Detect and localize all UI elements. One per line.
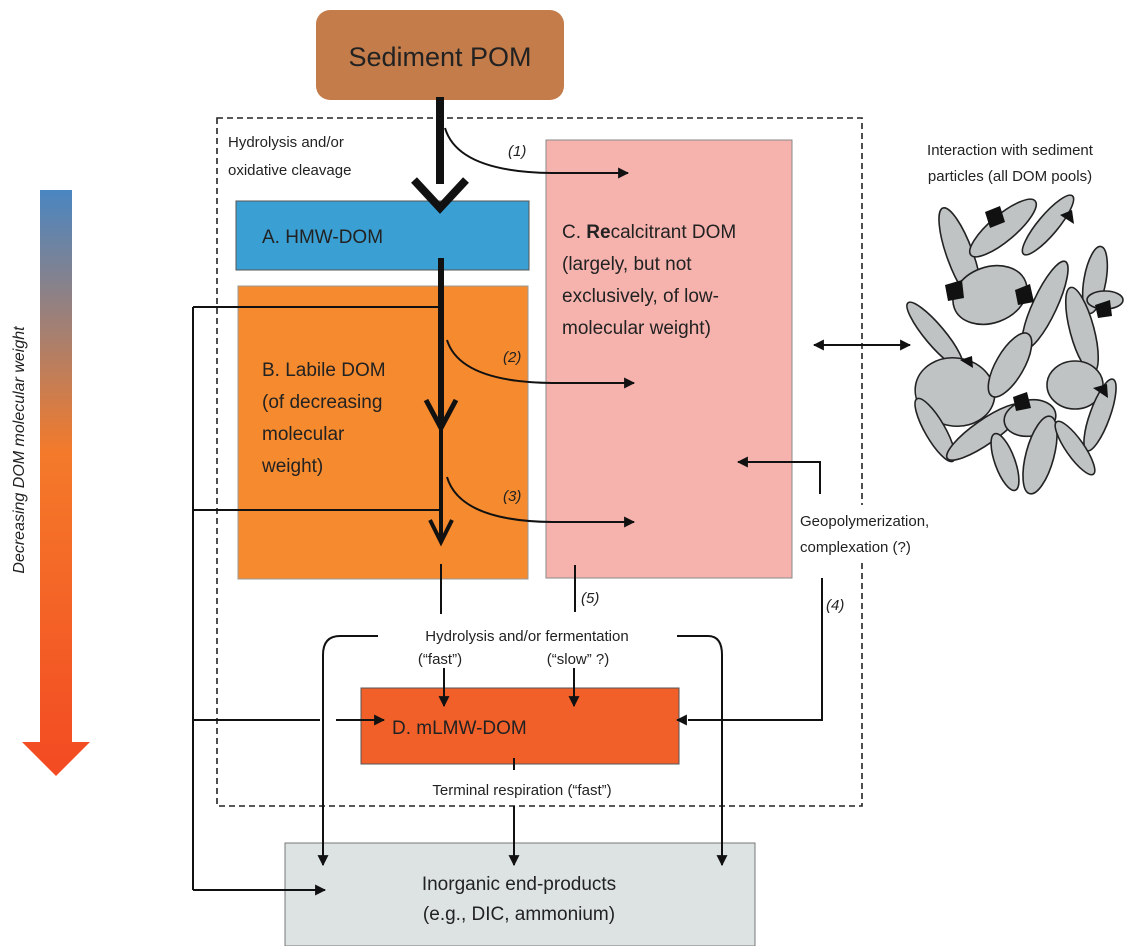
interaction-label-2: particles (all DOM pools): [928, 168, 1092, 185]
geopolymerization-label-bg: [796, 505, 974, 561]
pore-water-boundary: [216, 117, 863, 807]
recalcitrant-branch-arrows: [444, 127, 636, 528]
labile-dom-title: B. Labile DOM: [262, 360, 386, 381]
mlmw-dom-box: [360, 687, 680, 765]
geopolymerization-label-2: complexation (?): [800, 539, 911, 556]
pathway-number-1: (1): [508, 143, 526, 160]
geopolymerization-label-1: Geopolymerization,: [800, 513, 929, 530]
labile-dom-desc-1: (of decreasing: [262, 392, 382, 413]
pathway-number-4: (4): [826, 597, 844, 614]
fermentation-arrows: [317, 565, 728, 867]
bypass-lines: [192, 306, 441, 896]
inorganic-end-products-title: Inorganic end-products: [422, 874, 616, 895]
interaction-label-1: Interaction with sediment: [927, 142, 1094, 159]
recalcitrant-dom-box: [545, 139, 793, 579]
hydrolysis-oxidative-label-2: oxidative cleavage: [228, 162, 351, 179]
terminal-respiration-label: Terminal respiration (“fast”): [432, 782, 611, 799]
inorganic-end-products-desc: (e.g., DIC, ammonium): [423, 904, 615, 925]
sediment-particles-illustration: [906, 194, 1124, 495]
slow-label: (“slow” ?): [547, 651, 610, 668]
pathway-number-2: (2): [503, 349, 521, 366]
hydrolysis-oxidative-label-1: Hydrolysis and/or: [228, 134, 344, 151]
molecular-weight-gradient-arrow: [22, 190, 90, 776]
hydrolysis-fermentation-label: Hydrolysis and/or fermentation: [425, 628, 628, 645]
recalcitrant-dom-desc-3: molecular weight): [562, 318, 711, 339]
pathway-number-5: (5): [581, 590, 599, 607]
hmw-dom-label: A. HMW-DOM: [262, 227, 383, 248]
sediment-pom-label: Sediment POM: [348, 42, 531, 72]
labile-dom-desc-2: molecular: [262, 424, 345, 445]
labile-dom-box: [237, 285, 529, 580]
side-axis-label: Decreasing DOM molecular weight: [11, 326, 28, 574]
sediment-pom-box: [316, 10, 564, 100]
mlmw-dom-label: D. mLMW-DOM: [392, 718, 527, 739]
inorganic-end-products-box: [284, 842, 756, 946]
recalcitrant-dom-title: C. Recalcitrant DOM: [562, 222, 736, 243]
labile-dom-desc-3: weight): [261, 456, 323, 477]
main-degradation-arrows: [411, 97, 469, 614]
fast-label: (“fast”): [418, 651, 462, 668]
recalcitrant-dom-desc-2: exclusively, of low-: [562, 286, 719, 307]
recalcitrant-dom-desc-1: (largely, but not: [562, 254, 692, 275]
hmw-dom-box: [235, 200, 530, 271]
geopolymerization-arrows: [675, 456, 823, 726]
pathway-number-3: (3): [503, 488, 521, 505]
